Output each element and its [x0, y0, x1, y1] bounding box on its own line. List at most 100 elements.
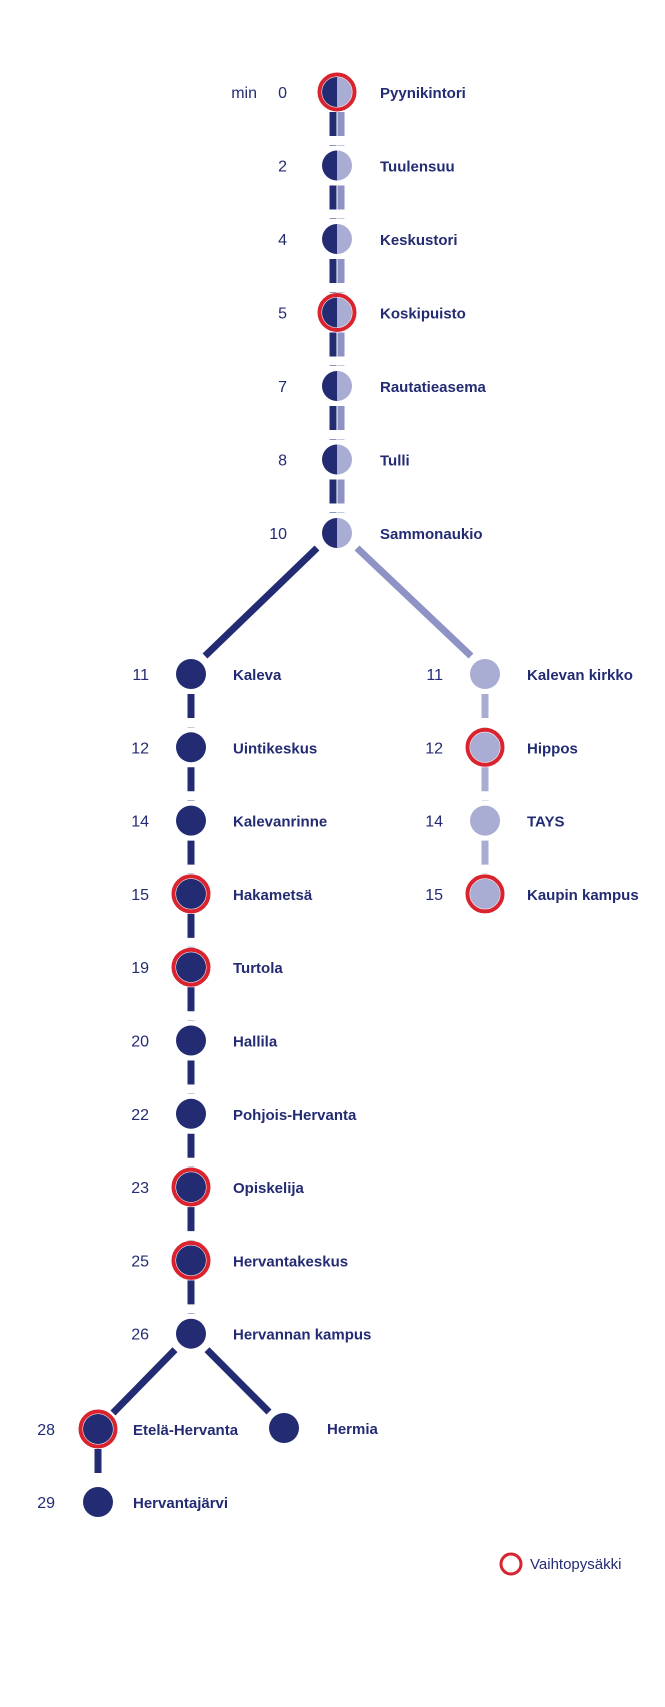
transfer-ring	[171, 874, 211, 914]
transfer-ring	[78, 1409, 118, 1449]
stop-name: Hakametsä	[233, 887, 313, 904]
stop-marker-left	[322, 444, 337, 475]
stop-time: 12	[131, 740, 149, 757]
stop-name: Koskipuisto	[380, 306, 466, 323]
stop-marker-left	[322, 297, 337, 328]
stop-time: 4	[278, 232, 287, 249]
stop-name: Tulli	[380, 453, 410, 470]
stop-name: Kalevanrinne	[233, 814, 327, 831]
stop-marker-left	[322, 224, 337, 254]
stop-marker	[269, 1413, 299, 1443]
stop-marker	[470, 659, 500, 689]
stop-marker	[176, 805, 206, 836]
stop-opiskelija: 23 Opiskelija	[131, 1167, 305, 1207]
branch-connector-dark	[202, 545, 320, 659]
stop-name: Keskustori	[380, 232, 458, 249]
route-stops: 0 Pyynikintori 2 Tuulensuu 4 Keskustori 5 Koski…	[37, 72, 639, 1517]
stop-time: 10	[269, 526, 287, 543]
stop-time: 22	[131, 1107, 149, 1124]
stop-name: Kaleva	[233, 667, 282, 684]
stop-marker	[83, 1414, 113, 1444]
stop-name: Hervantajärvi	[133, 1495, 228, 1512]
stop-marker-right	[337, 444, 352, 475]
legend-label: Vaihtopysäkki	[530, 1556, 621, 1573]
stop-name: Hermia	[327, 1421, 379, 1438]
transfer-ring	[317, 293, 357, 332]
stop-time: 12	[425, 740, 443, 757]
stop-time: 14	[131, 814, 149, 831]
stop-time: 28	[37, 1422, 55, 1439]
stop-marker-right	[337, 224, 352, 254]
stop-name: Opiskelija	[233, 1180, 305, 1197]
legend: Vaihtopysäkki	[499, 1552, 621, 1576]
south-connector-left	[110, 1347, 178, 1416]
stop-marker	[176, 732, 206, 763]
stop-marker	[176, 878, 206, 909]
stop-name: Tuulensuu	[380, 159, 455, 176]
stop-name: Hallila	[233, 1034, 278, 1051]
stop-name: Hervannan kampus	[233, 1327, 371, 1344]
stop-time: 19	[131, 960, 149, 977]
stop-hakametsa: 15 Hakametsä	[131, 874, 313, 914]
stop-marker-right	[337, 150, 352, 181]
transfer-ring	[171, 947, 211, 987]
stop-time: 14	[425, 814, 443, 831]
stop-marker	[176, 1098, 206, 1129]
stop-time: 23	[131, 1180, 149, 1197]
transfer-ring	[465, 874, 505, 914]
transfer-ring	[465, 727, 505, 767]
stop-uintikeskus: 12 Uintikeskus	[131, 732, 317, 763]
stop-time: 0	[278, 85, 287, 102]
stop-marker	[176, 659, 206, 689]
stop-etela-hervanta: 28 Etelä-Hervanta	[37, 1409, 239, 1449]
stop-name: Hervantakeskus	[233, 1253, 348, 1270]
stop-marker-right	[337, 77, 352, 107]
stop-marker	[470, 805, 500, 836]
stop-marker-left	[322, 150, 337, 181]
stop-time: 25	[131, 1253, 149, 1270]
stop-hervantakeskus: 25 Hervantakeskus	[131, 1240, 348, 1280]
stop-marker	[470, 878, 500, 909]
stop-name: Etelä-Hervanta	[133, 1422, 239, 1439]
stop-time: 11	[426, 667, 443, 684]
stop-koskipuisto: 5 Koskipuisto	[278, 293, 466, 332]
stop-kalevanrinne: 14 Kalevanrinne	[131, 805, 327, 836]
stop-name: Hippos	[527, 740, 578, 757]
stop-name: Kalevan kirkko	[527, 667, 633, 684]
stop-kaleva: 11 Kaleva	[132, 659, 282, 689]
stop-hermia: Hermia	[269, 1413, 379, 1443]
stop-name: Kaupin kampus	[527, 887, 639, 904]
stop-time: 5	[278, 306, 287, 323]
stop-time: 15	[425, 887, 443, 904]
stop-marker	[470, 732, 500, 763]
stop-name: Pyynikintori	[380, 85, 466, 102]
stop-name: Sammonaukio	[380, 526, 483, 543]
stop-pohjois-hervanta: 22 Pohjois-Hervanta	[131, 1098, 357, 1129]
stop-keskustori: 4 Keskustori	[278, 224, 458, 254]
stop-marker	[176, 1025, 206, 1056]
stop-name: Uintikeskus	[233, 740, 317, 757]
stop-sammonaukio: 10 Sammonaukio	[269, 518, 483, 548]
transfer-stop-legend-icon	[499, 1552, 523, 1576]
stop-marker	[176, 1172, 206, 1203]
transfer-ring	[317, 72, 357, 112]
stop-time: 11	[132, 667, 149, 684]
stop-marker-right	[337, 518, 352, 548]
stop-time: 2	[278, 159, 287, 176]
stop-name: Rautatieasema	[380, 379, 487, 396]
transfer-ring	[171, 1167, 211, 1207]
stop-kalevan-kirkko: 11 Kalevan kirkko	[426, 659, 633, 689]
stop-time: 20	[131, 1034, 149, 1051]
stop-time: 15	[131, 887, 149, 904]
stop-marker-right	[337, 297, 352, 328]
stop-name: Pohjois-Hervanta	[233, 1107, 357, 1124]
minutes-unit-label: min	[231, 85, 257, 102]
stop-marker-right	[337, 371, 352, 401]
